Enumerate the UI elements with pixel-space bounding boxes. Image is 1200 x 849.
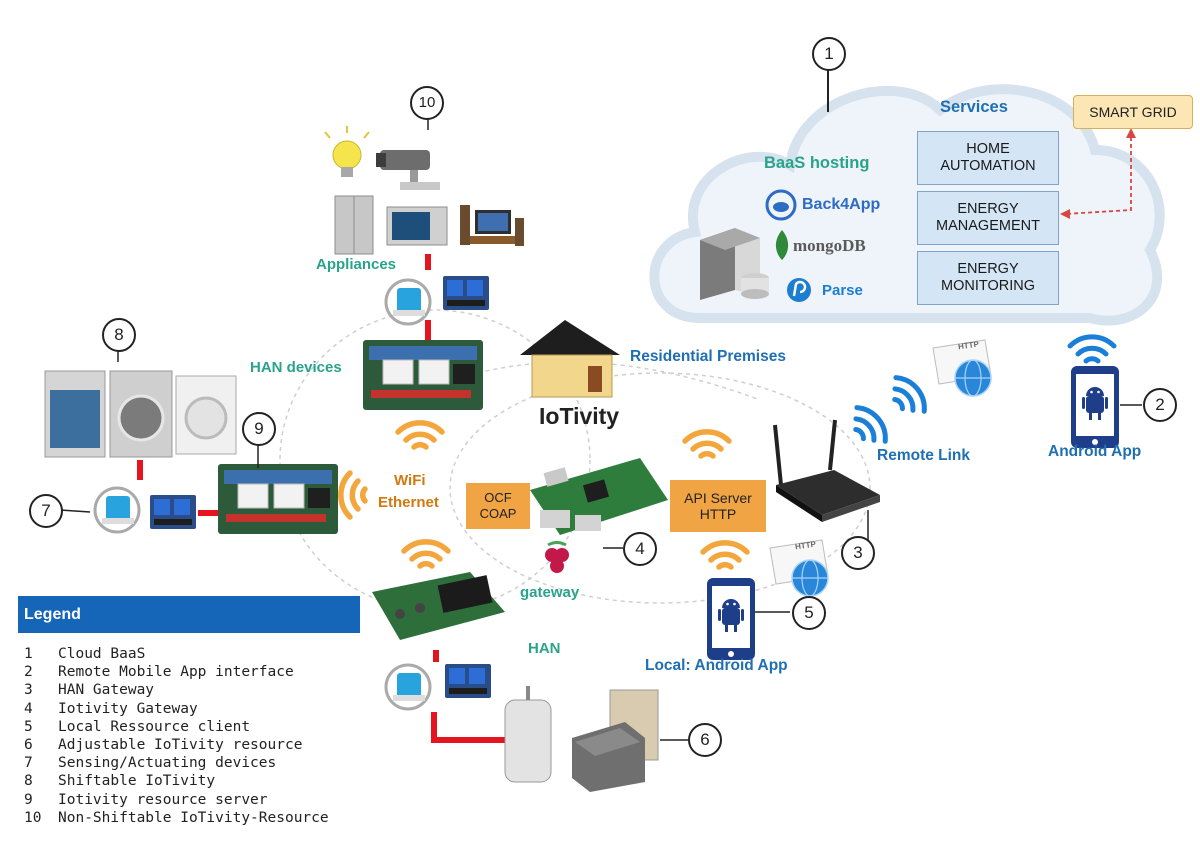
arrow-head-up: [1126, 128, 1136, 138]
local-android-app-label: Local: Android App: [645, 657, 788, 674]
han-devices-label: HAN devices: [250, 359, 342, 376]
callout-2: 2: [1143, 388, 1177, 422]
callout-5: 5: [792, 596, 826, 630]
android-app-label: Android App: [1048, 443, 1142, 460]
wifi-signal-icon: [685, 432, 729, 456]
services-title: Services: [940, 98, 1008, 116]
air-conditioner-icon: [572, 689, 659, 792]
light-bulb-icon: [324, 126, 370, 177]
dryer-icon: [175, 375, 237, 455]
relay-module-left: [150, 495, 196, 529]
wifi-signal-icon: [398, 423, 442, 447]
residential-premises-label: Residential Premises: [630, 348, 786, 365]
wifi-label: WiFi: [394, 472, 426, 489]
remote-link-label: Remote Link: [877, 447, 971, 464]
mongodb-leaf-icon: [775, 230, 789, 260]
current-sensor-top: [384, 278, 432, 326]
callout-10: 10: [410, 86, 444, 120]
dishwasher-icon: [44, 370, 106, 458]
legend-title: Legend: [18, 596, 360, 633]
security-camera-icon: [376, 150, 440, 190]
wifi-signal-icon: [845, 402, 892, 451]
callout-1: 1: [812, 37, 846, 71]
service-energy-monitoring: ENERGY MONITORING: [917, 251, 1059, 305]
raspberry-pi-board: [530, 458, 668, 535]
local-android-phone-icon: [707, 578, 755, 660]
appliances-label: Appliances: [316, 256, 397, 273]
mongodb-label: mongoDB: [793, 236, 866, 255]
current-sensor-left: [93, 486, 141, 534]
red-wired-links: [137, 254, 510, 743]
wifi-signal-icon: [703, 543, 747, 567]
esp32-board: [372, 572, 505, 640]
wifi-signal-icon: [1070, 337, 1114, 361]
parse-label: Parse: [822, 282, 863, 299]
router-icon: [773, 419, 880, 522]
relay-module-bottom: [445, 664, 491, 698]
house-icon: [520, 320, 620, 398]
han-label: HAN: [528, 640, 561, 657]
wifi-signal-icon: [341, 473, 365, 517]
callout-4: 4: [623, 532, 657, 566]
ethernet-label: Ethernet: [378, 494, 439, 511]
back4app-label: Back4App: [802, 196, 881, 213]
relay-module-top: [443, 276, 489, 310]
wifi-signal-icon: [884, 372, 931, 421]
raspberry-logo-icon: [545, 541, 569, 573]
remote-android-phone-icon: [1071, 366, 1119, 448]
callout-3: 3: [841, 536, 875, 570]
water-heater-icon: [504, 686, 552, 783]
washing-machine-icon: [109, 370, 173, 458]
home-theater-icon: [460, 205, 524, 246]
callout-9: 9: [242, 412, 276, 446]
callout-8: 8: [102, 318, 136, 352]
refrigerator-icon: [334, 195, 374, 255]
smart-grid-arrow: [1064, 130, 1132, 215]
han-device-board-top: [362, 339, 484, 411]
microwave-icon: [386, 206, 448, 246]
server-icon: [700, 228, 769, 300]
service-home-automation: HOME AUTOMATION: [917, 131, 1059, 185]
baas-hosting-label: BaaS hosting: [764, 154, 870, 172]
gateway-label: gateway: [520, 584, 580, 601]
smart-grid-box: SMART GRID: [1073, 95, 1193, 129]
current-sensor-bottom: [384, 663, 432, 711]
arrow-head-left: [1060, 209, 1070, 219]
callout-7: 7: [29, 494, 63, 528]
service-energy-management: ENERGY MANAGEMENT: [917, 191, 1059, 245]
wifi-signal-icon: [404, 542, 448, 566]
iotivity-logo: IoTivity: [539, 403, 620, 429]
back4app-icon: [765, 189, 797, 221]
resource-server-board: [217, 463, 339, 535]
callout-6: 6: [688, 723, 722, 757]
